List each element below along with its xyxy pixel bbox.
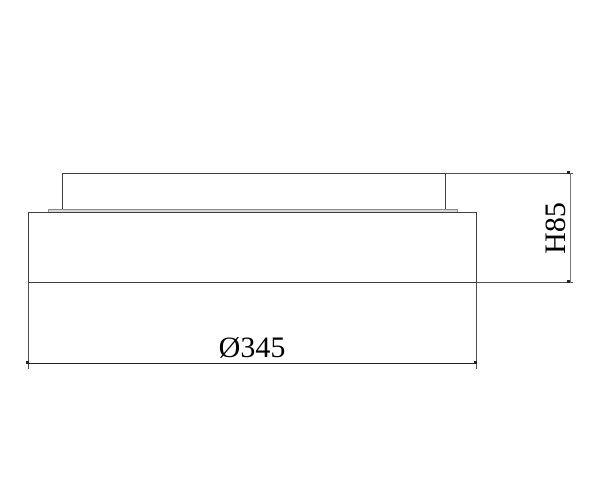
diameter-extension-line-right	[476, 283, 477, 369]
mounting-plate-outline	[62, 173, 446, 210]
diameter-dimension-line	[28, 363, 477, 364]
diameter-extension-line-left	[28, 283, 29, 369]
lamp-body-outline	[28, 212, 477, 283]
dimension-tick	[567, 171, 570, 174]
dimension-tick	[567, 280, 570, 283]
height-dimension-label: H85	[539, 202, 572, 254]
height-extension-line-bottom	[477, 282, 573, 283]
height-extension-line-top	[446, 173, 573, 174]
dimension-tick	[474, 361, 477, 364]
height-dimension-line	[570, 173, 571, 283]
dimension-tick	[26, 361, 29, 364]
diameter-dimension-label: Ø345	[218, 331, 286, 364]
